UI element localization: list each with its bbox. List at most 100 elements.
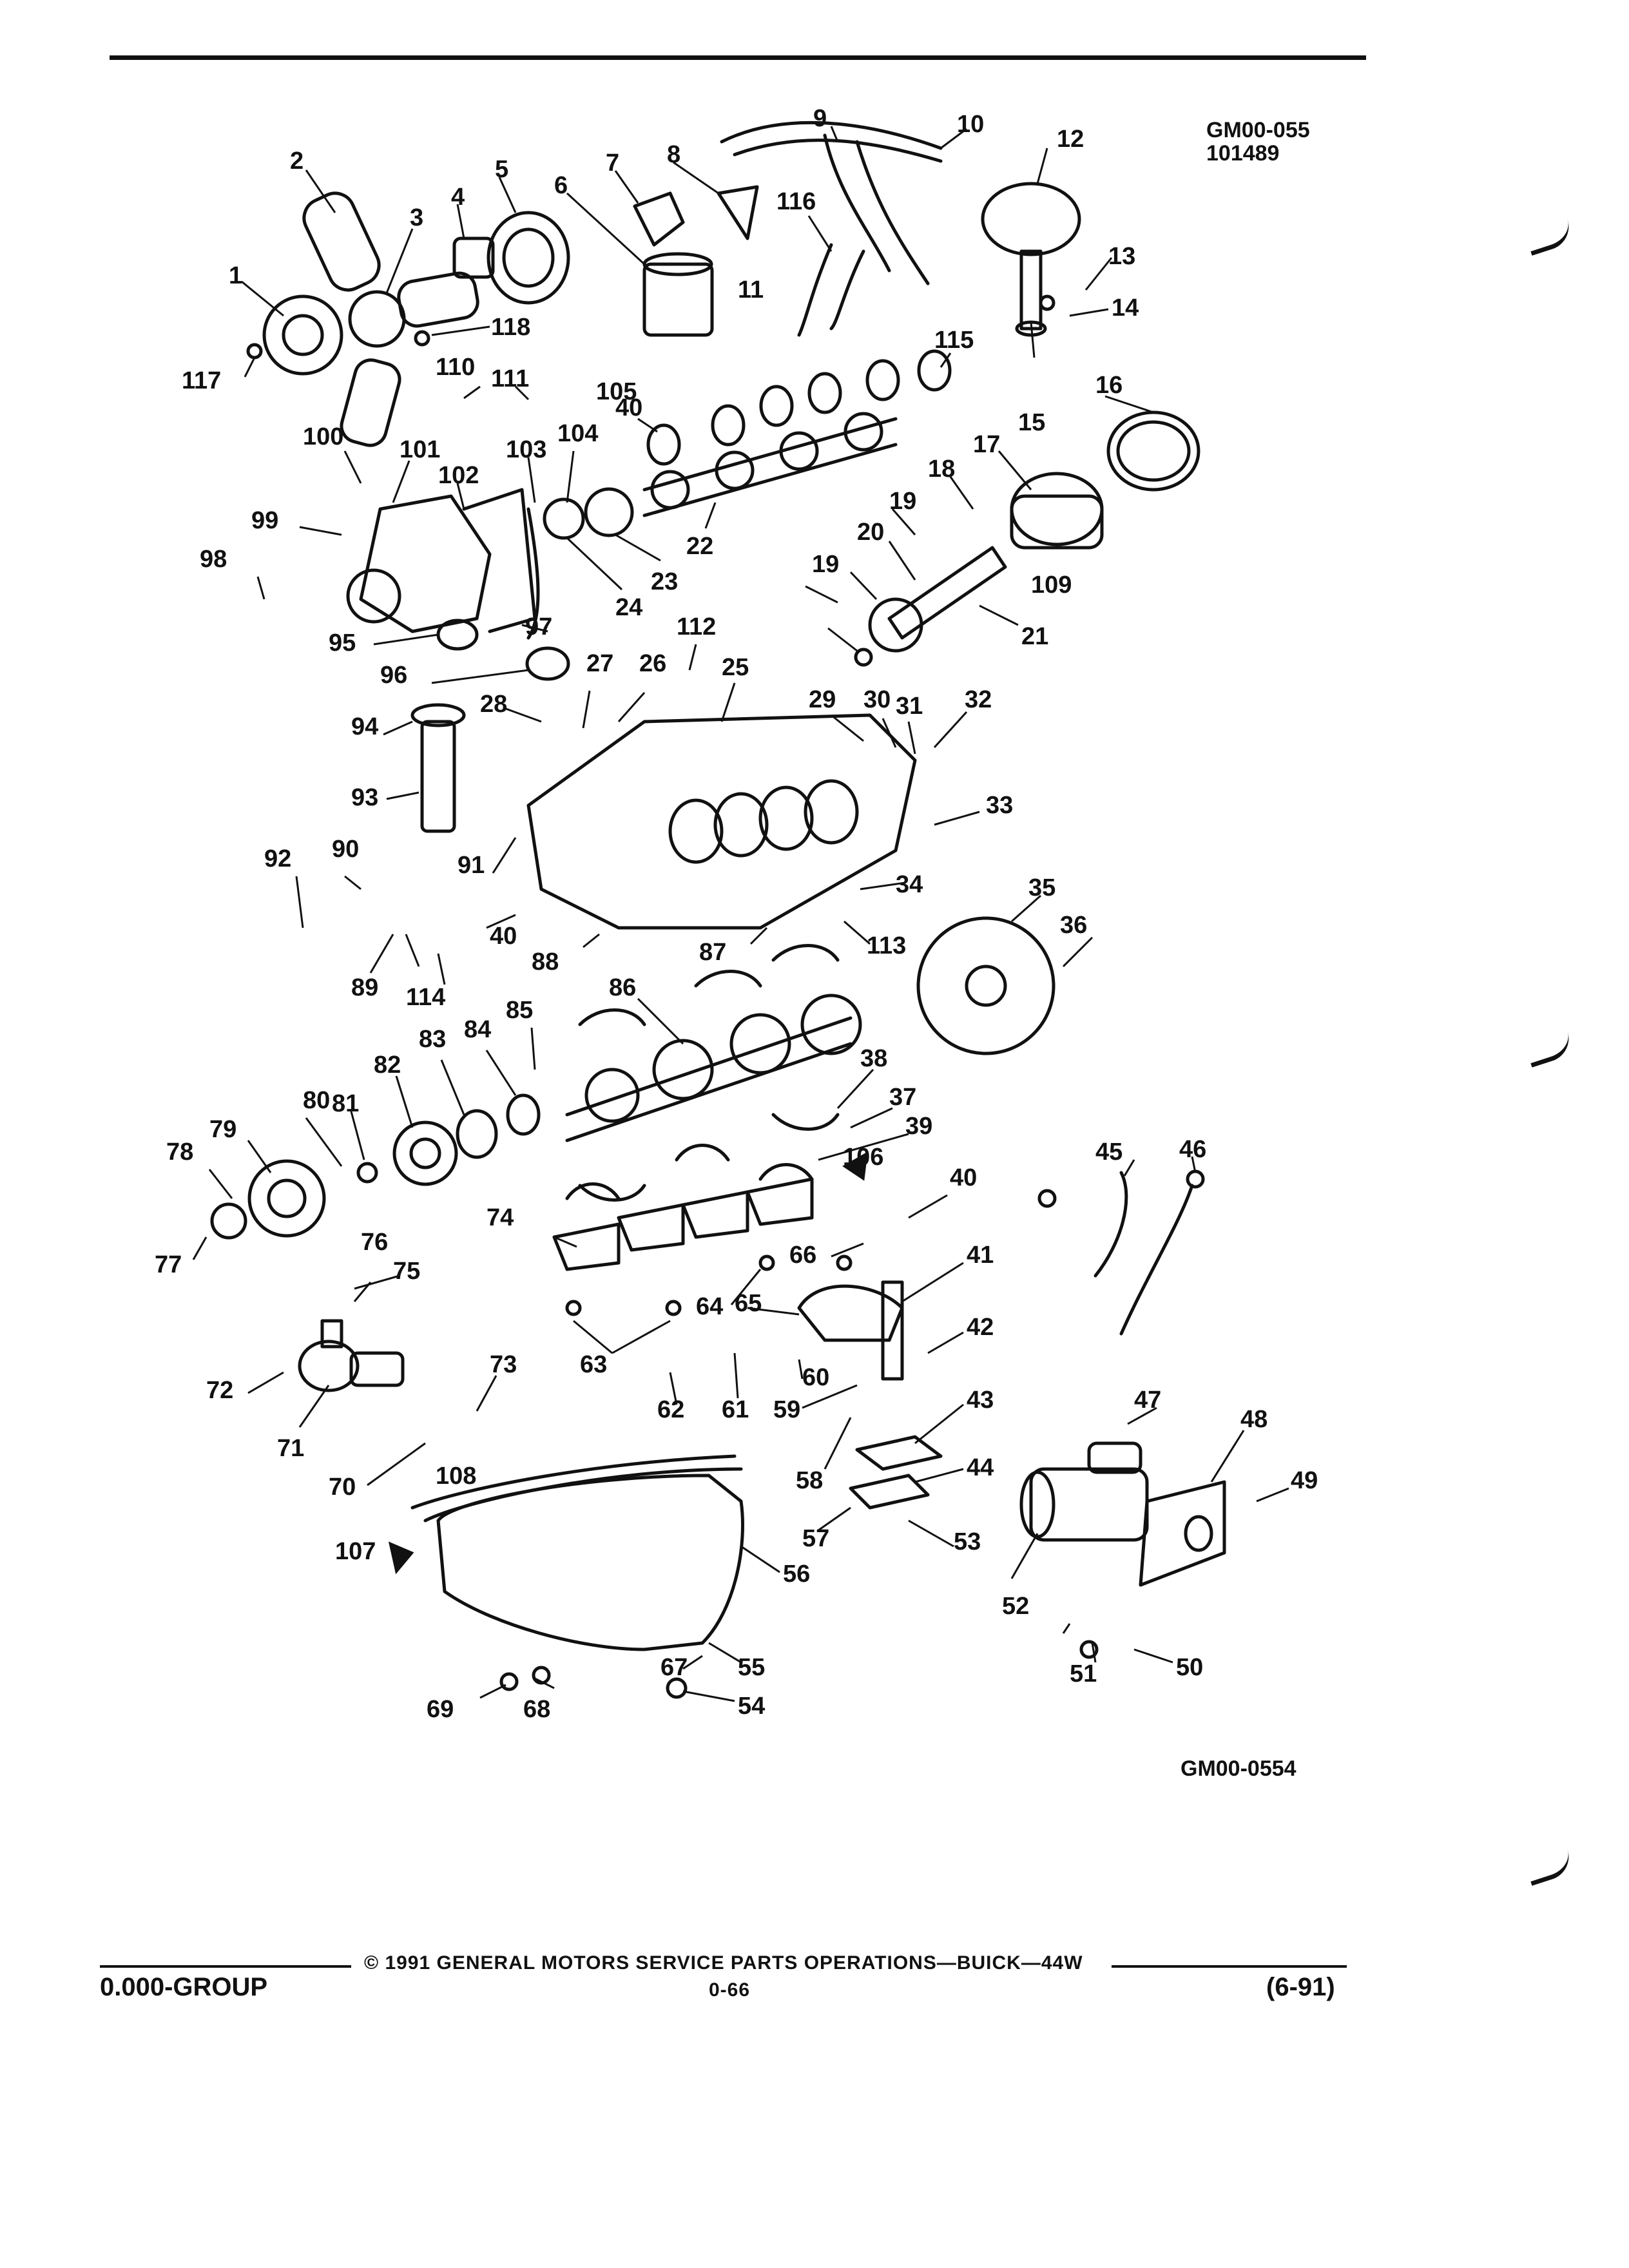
callout-number: 103	[506, 436, 546, 463]
callout-number: 35	[1028, 874, 1055, 901]
callout-number: 87	[699, 939, 726, 966]
callout-number: 4	[451, 184, 465, 211]
callout-number: 79	[209, 1116, 236, 1143]
callout-number: 25	[722, 654, 749, 681]
callout-number: 46	[1179, 1136, 1206, 1163]
callout-number: 114	[406, 984, 445, 1011]
callout-number: 92	[264, 845, 291, 872]
callout-number: 16	[1095, 372, 1123, 399]
timing-chain	[526, 507, 540, 640]
oil-filter	[642, 252, 714, 337]
callout-number: 48	[1240, 1406, 1268, 1433]
callout-number: 101	[400, 436, 440, 463]
callout-number: 59	[773, 1396, 800, 1423]
seal-98	[525, 646, 570, 681]
callout-number: 17	[973, 431, 1000, 458]
oil-pan	[423, 1467, 744, 1651]
callout-number: 44	[967, 1454, 994, 1481]
fasteners	[246, 294, 1099, 1699]
callout-number: 88	[532, 948, 559, 975]
callout-number: 15	[1018, 409, 1045, 436]
callout-number: 50	[1176, 1654, 1203, 1681]
callout-number: 40	[615, 394, 642, 421]
callout-number: 95	[329, 629, 356, 657]
callout-number: 47	[1134, 1387, 1161, 1414]
callout-number: 51	[1070, 1660, 1097, 1687]
callout-number: 64	[696, 1293, 723, 1320]
callout-number: 83	[419, 1026, 446, 1053]
page-number: 0-66	[709, 1979, 751, 2001]
pan-gasket	[410, 1454, 737, 1510]
footer-rule-right	[1112, 1965, 1347, 1968]
callout-number: 85	[506, 997, 533, 1024]
callout-number: 65	[735, 1290, 762, 1317]
callout-number: 52	[1002, 1593, 1029, 1620]
reference-code: GM00-055 101489	[1206, 119, 1310, 165]
figure-code: GM00-0554	[1181, 1756, 1296, 1781]
callout-number: 116	[776, 188, 816, 215]
callout-number: 49	[1291, 1467, 1318, 1494]
callout-number: 6	[554, 172, 568, 199]
cam-gear	[584, 487, 634, 537]
callout-number: 80	[303, 1087, 330, 1114]
engine-block	[526, 713, 917, 930]
callout-number: 76	[361, 1229, 388, 1256]
callout-number: 7	[606, 149, 619, 177]
callout-number: 72	[206, 1377, 233, 1404]
callout-number: 37	[889, 1084, 916, 1111]
callout-number: 102	[438, 462, 479, 489]
callout-number: 115	[934, 327, 974, 354]
callout-number: 26	[639, 650, 666, 677]
callout-number: 69	[427, 1696, 454, 1723]
callout-number: 34	[896, 871, 923, 898]
callout-number: 94	[351, 713, 378, 740]
arrow-109	[388, 1541, 414, 1575]
callout-number: 14	[1112, 294, 1139, 322]
starter-motor	[1019, 1441, 1149, 1542]
callout-number: 99	[251, 507, 278, 534]
camshaft	[642, 412, 898, 517]
callout-number: 3	[410, 204, 423, 231]
bracket-8	[717, 185, 759, 240]
callout-number: 18	[928, 456, 955, 483]
callout-number: 2	[290, 148, 304, 175]
starter-bracket	[1139, 1480, 1226, 1587]
callout-number: 71	[277, 1435, 304, 1462]
callout-number: 110	[436, 354, 475, 381]
water-pump	[346, 488, 537, 633]
callout-number: 41	[967, 1242, 994, 1269]
dipstick-handle	[1186, 1169, 1205, 1189]
callout-number: 98	[200, 546, 227, 573]
callout-number: 20	[857, 519, 884, 546]
callout-number: 112	[677, 613, 716, 640]
callout-number: 66	[789, 1242, 816, 1269]
callout-number: 13	[1108, 243, 1135, 270]
callout-number: 55	[738, 1654, 765, 1681]
callout-number: 117	[182, 367, 221, 394]
callout-number: 9	[813, 105, 827, 132]
plate-45	[849, 1474, 930, 1510]
callout-number: 33	[986, 792, 1013, 819]
callout-number: 32	[965, 686, 992, 713]
copyright-line: © 1991 GENERAL MOTORS SERVICE PARTS OPER…	[364, 1952, 1083, 1974]
callout-number: 19	[812, 551, 839, 578]
callout-number: 113	[867, 932, 906, 959]
callout-number: 89	[351, 974, 378, 1001]
callout-number: 12	[1057, 126, 1084, 153]
callout-number: 58	[796, 1467, 823, 1494]
callout-number: 75	[393, 1258, 420, 1285]
callout-number: 93	[351, 784, 378, 811]
callout-number: 84	[464, 1016, 491, 1043]
callout-number: 57	[802, 1525, 829, 1552]
cam-bearings	[646, 349, 952, 466]
callout-number: 111	[491, 365, 529, 392]
callout-number: 106	[843, 1144, 883, 1171]
callout-number: 77	[155, 1251, 182, 1278]
cam-sprocket	[543, 497, 585, 540]
bracket-hole	[1184, 1515, 1213, 1552]
callout-number: 1	[229, 262, 242, 289]
date-code: (6-91)	[1266, 1973, 1335, 2001]
callout-number: 91	[458, 852, 485, 879]
leader-lines	[192, 126, 1289, 1702]
callout-number: 107	[335, 1538, 376, 1565]
